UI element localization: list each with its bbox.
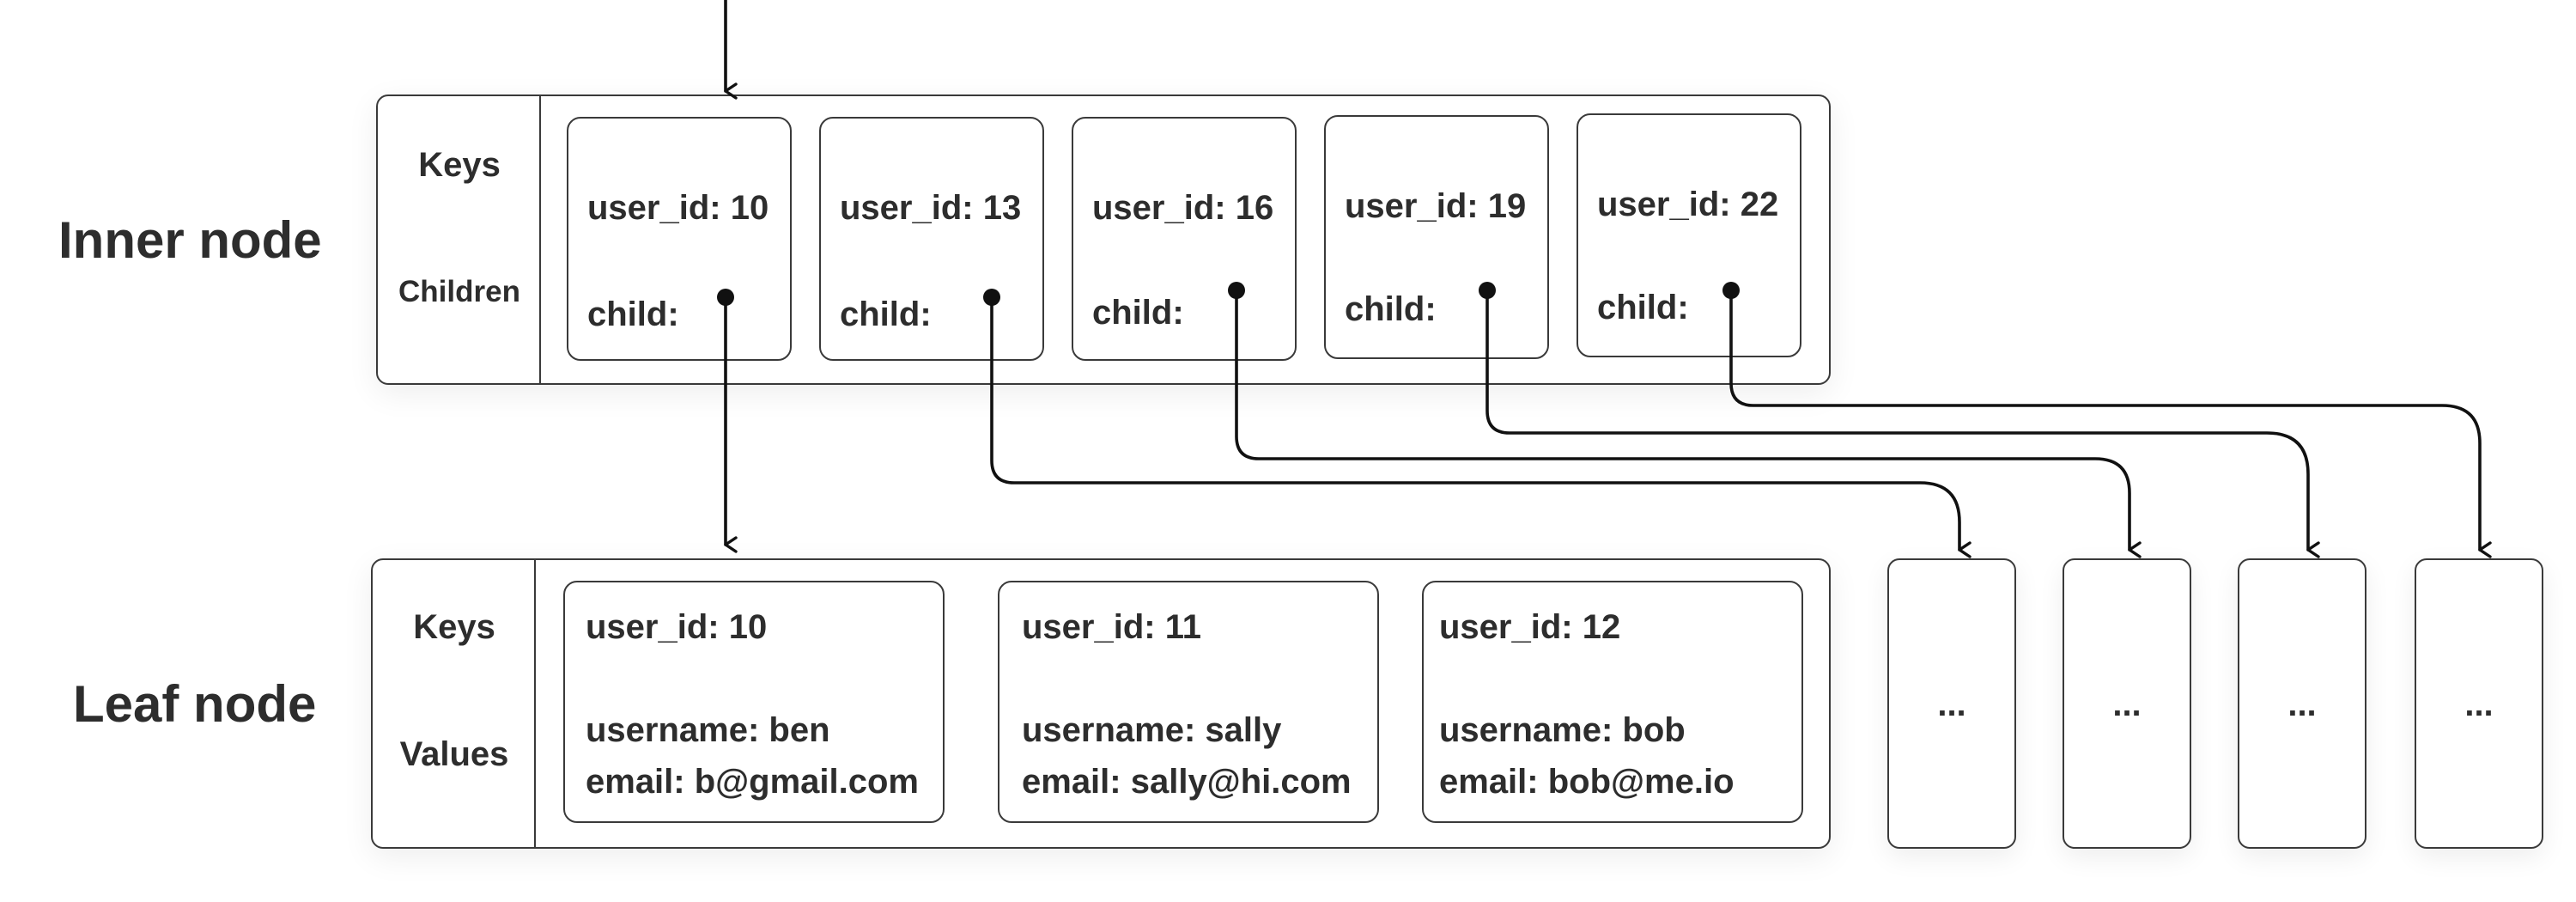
inner-cell-child-label: child: xyxy=(587,296,679,333)
inner-cell-child-label: child: xyxy=(1345,290,1437,328)
inner-children-label: Children xyxy=(398,275,520,308)
leaf-entry-email: email: bob@me.io xyxy=(1439,763,1735,801)
leaf-entry: user_id: 12 username: bob email: bob@me.… xyxy=(1422,581,1803,823)
inner-cell: user_id: 13 child: xyxy=(819,117,1044,361)
inner-node-title: Inner node xyxy=(58,211,322,269)
leaf-entry: user_id: 10 username: ben email: b@gmail… xyxy=(563,581,945,823)
child-node-stub: ... xyxy=(2063,558,2191,849)
child-node-stub: ... xyxy=(2415,558,2543,849)
inner-cell-key: user_id: 22 xyxy=(1597,186,1779,223)
inner-cell: user_id: 10 child: xyxy=(567,117,792,361)
leaf-node-title: Leaf node xyxy=(73,675,317,733)
child-node-ellipsis: ... xyxy=(1937,686,1966,723)
inner-cell-key: user_id: 19 xyxy=(1345,187,1527,225)
leaf-entry-username: username: bob xyxy=(1439,711,1686,749)
inner-cell-key: user_id: 10 xyxy=(587,189,769,227)
child-pointer-arrow-5 xyxy=(1729,289,2492,558)
leaf-node-divider xyxy=(534,560,536,847)
leaf-entry-key: user_id: 10 xyxy=(586,608,768,646)
inner-cell-child-label: child: xyxy=(1092,294,1184,332)
leaf-values-label: Values xyxy=(399,735,509,773)
inner-cell-child-label: child: xyxy=(1597,289,1689,326)
leaf-entry-email: email: sally@hi.com xyxy=(1022,763,1352,801)
leaf-entry: user_id: 11 username: sally email: sally… xyxy=(998,581,1379,823)
leaf-entry-key: user_id: 11 xyxy=(1022,608,1202,646)
leaf-node: Keys Values user_id: 10 username: ben em… xyxy=(371,558,1831,849)
child-node-ellipsis: ... xyxy=(2287,686,2317,723)
child-node-ellipsis: ... xyxy=(2112,686,2142,723)
leaf-entry-key: user_id: 12 xyxy=(1439,608,1621,646)
inner-cell: user_id: 22 child: xyxy=(1577,113,1801,357)
inner-keys-label: Keys xyxy=(418,146,501,184)
inner-cell-child-label: child: xyxy=(840,296,932,333)
inner-cell-key: user_id: 16 xyxy=(1092,189,1274,227)
leaf-entry-email: email: b@gmail.com xyxy=(586,763,919,801)
leaf-entry-username: username: sally xyxy=(1022,711,1282,749)
inner-node: Keys Children user_id: 10 child: user_id… xyxy=(376,94,1831,385)
child-node-stub: ... xyxy=(1887,558,2016,849)
inner-node-divider xyxy=(539,96,541,383)
leaf-entry-username: username: ben xyxy=(586,711,830,749)
child-node-ellipsis: ... xyxy=(2464,686,2494,723)
child-node-stub: ... xyxy=(2238,558,2366,849)
leaf-keys-label: Keys xyxy=(413,608,495,646)
inner-cell-key: user_id: 13 xyxy=(840,189,1022,227)
inner-cell: user_id: 16 child: xyxy=(1072,117,1297,361)
inner-cell: user_id: 19 child: xyxy=(1324,115,1549,359)
